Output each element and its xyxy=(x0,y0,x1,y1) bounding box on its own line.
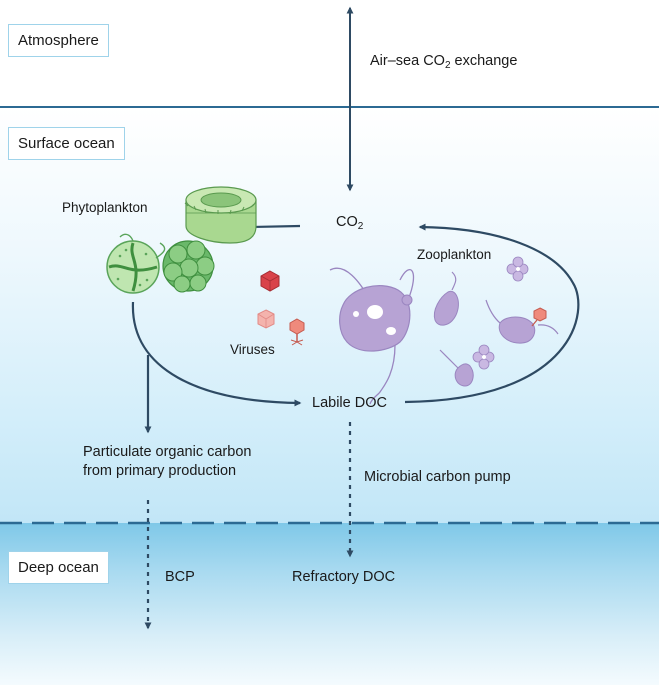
zooplankton-label: Zooplankton xyxy=(417,247,492,262)
zooplankton-large-icon xyxy=(329,267,415,405)
bacteriophage-on-zooplankton-icon xyxy=(531,307,547,327)
air-sea-exchange-label: Air–sea CO2 exchange xyxy=(370,53,518,71)
co2-label: CO2 xyxy=(336,214,364,232)
surface-ocean-label: Surface ocean xyxy=(8,127,125,160)
surface-ocean-layer xyxy=(0,107,659,523)
microbe-cluster-upper-icon xyxy=(506,256,529,282)
labile-doc-label: Labile DOC xyxy=(312,395,387,411)
deep-ocean-label: Deep ocean xyxy=(8,551,109,584)
deep-ocean-layer xyxy=(0,523,659,685)
viruses-label: Viruses xyxy=(230,342,275,357)
zooplankton-ciliate-icon xyxy=(485,299,559,344)
diatom-cylinder-icon xyxy=(184,186,257,244)
phytoplankton-label: Phytoplankton xyxy=(62,200,148,215)
phyto-to-doc-arrow xyxy=(131,301,302,407)
bacteriophage-icon xyxy=(289,318,305,346)
poc-label-line2: from primary production xyxy=(83,463,237,479)
zooplankton-flagellate-icon xyxy=(433,271,459,326)
poc-label-line1: Particulate organic carbon xyxy=(83,444,252,460)
doc-to-co2-arrow xyxy=(404,223,580,404)
diatom-round-icon xyxy=(106,233,166,294)
atmosphere-label: Atmosphere xyxy=(8,24,109,57)
phyto-co2-link xyxy=(251,224,301,229)
microbial-carbon-pump-label: Microbial carbon pump xyxy=(364,469,511,485)
bcp-label: BCP xyxy=(165,569,195,585)
zooplankton-flagellate-lower-icon xyxy=(439,349,474,387)
microbe-cluster-lower-icon xyxy=(472,344,495,370)
virus-red-icon xyxy=(260,270,280,292)
virus-pink-icon xyxy=(257,309,275,329)
coccolithophore-cluster-icon xyxy=(162,240,215,293)
refractory-doc-label: Refractory DOC xyxy=(292,569,396,585)
